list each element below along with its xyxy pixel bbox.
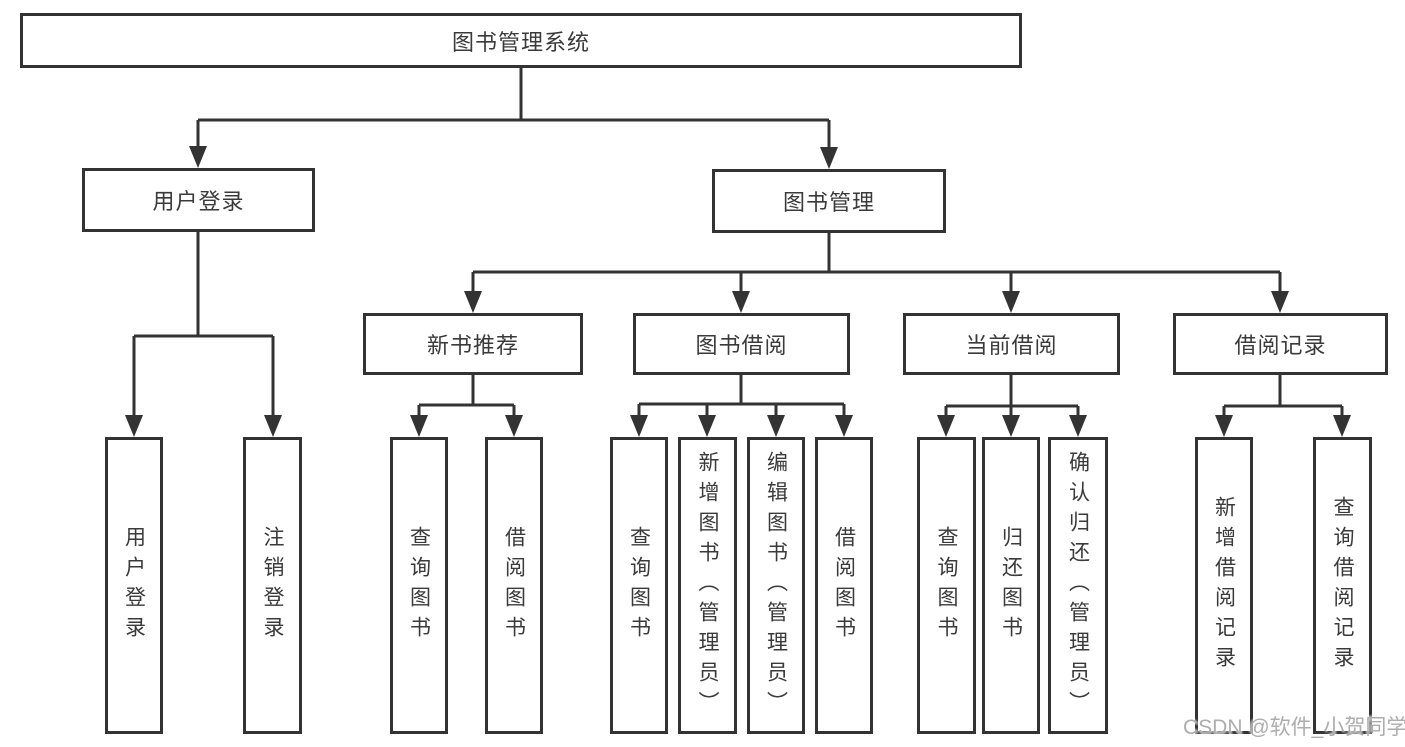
node-current-borrowing: 当前借阅: [903, 313, 1120, 375]
node-borrowing-records: 借阅记录: [1173, 313, 1388, 375]
connector-arrowheads: [125, 146, 1351, 437]
leaf-label: 查询借阅记录: [1331, 495, 1354, 676]
node-library-management-system: 图书管理系统: [20, 13, 1022, 68]
leaf-label: 查询图书: [407, 525, 431, 646]
node-new-book-recommendation: 新书推荐: [363, 313, 583, 375]
leaf-label: 借阅图书: [832, 525, 856, 646]
csdn-watermark: CSDN @软件_小贺同学: [1183, 716, 1405, 739]
leaf-query-books-recommend: 查询图书: [390, 437, 448, 734]
connector-lines: [132, 68, 1344, 420]
leaf-logout: 注销登录: [243, 437, 302, 734]
leaf-query-books-borrow: 查询图书: [610, 437, 668, 734]
leaf-label: 新增图书（管理员）: [696, 450, 719, 721]
leaf-label: 新增借阅记录: [1212, 495, 1236, 676]
leaf-query-books-current: 查询图书: [917, 437, 976, 734]
leaf-borrow-books: 借阅图书: [815, 437, 873, 734]
leaf-label: 编辑图书（管理员）: [764, 450, 788, 721]
leaf-add-borrow-record: 新增借阅记录: [1195, 437, 1253, 734]
leaf-label: 查询图书: [627, 525, 651, 646]
leaf-label: 查询图书: [935, 525, 958, 646]
leaf-label: 归还图书: [999, 525, 1023, 646]
leaf-label: 用户登录: [122, 525, 146, 646]
leaf-user-login: 用户登录: [105, 437, 163, 734]
node-user-login: 用户登录: [82, 168, 315, 232]
leaf-edit-books-admin: 编辑图书（管理员）: [747, 437, 805, 734]
leaf-query-borrow-record: 查询借阅记录: [1313, 437, 1372, 734]
leaf-label: 注销登录: [261, 525, 284, 646]
node-book-management: 图书管理: [712, 169, 946, 233]
leaf-confirm-return-admin: 确认归还（管理员）: [1048, 437, 1108, 734]
leaf-borrow-books-recommend: 借阅图书: [485, 437, 543, 734]
leaf-add-books-admin: 新增图书（管理员）: [678, 437, 737, 734]
leaf-return-books: 归还图书: [982, 437, 1040, 734]
leaf-label: 借阅图书: [502, 525, 526, 646]
leaf-label: 确认归还（管理员）: [1066, 450, 1090, 721]
node-book-borrowing: 图书借阅: [633, 313, 850, 375]
